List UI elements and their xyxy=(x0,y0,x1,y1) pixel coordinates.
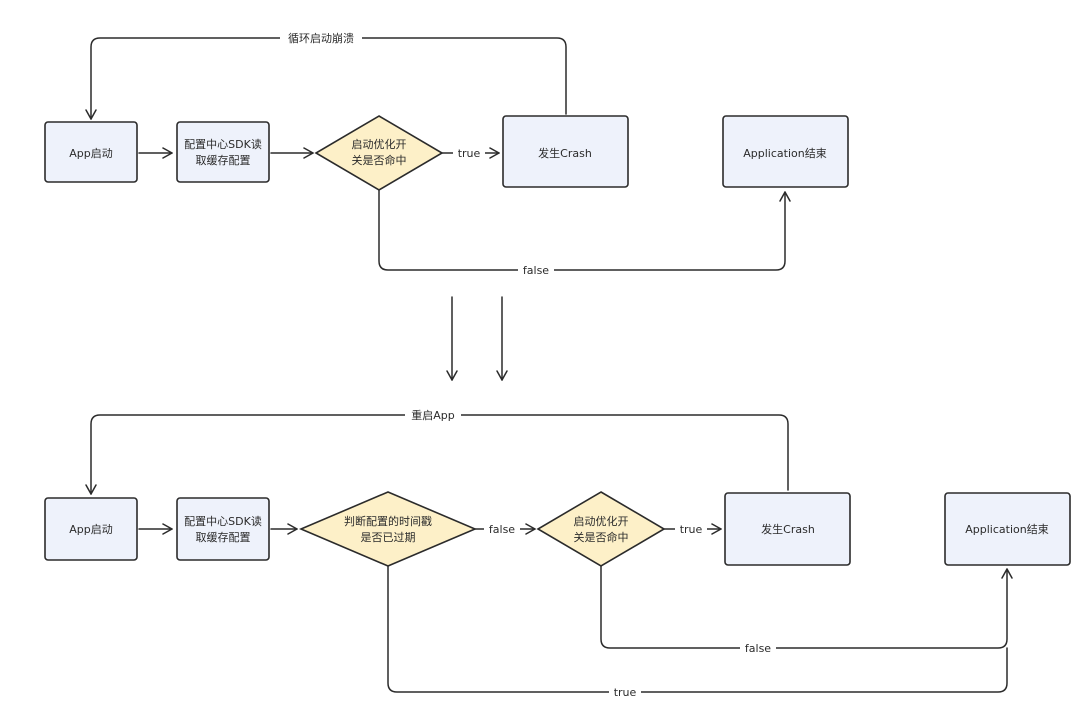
bottom-config-read-node[interactable] xyxy=(176,497,270,561)
bottom-edge-switch-false xyxy=(600,565,1013,649)
bottom-expired-check-label-1: 判断配置的时间戳 xyxy=(344,514,432,528)
bottom-edge-expired-true xyxy=(387,565,1008,693)
top-hit-switch-label-1: 启动优化开 xyxy=(352,137,407,151)
bottom-config-read-label-1: 配置中心SDK读 xyxy=(184,514,262,528)
bottom-config-read-label-2: 取缓存配置 xyxy=(196,530,251,544)
bottom-app-start-node[interactable] xyxy=(44,497,138,561)
top-loop-label-bg xyxy=(280,30,362,46)
top-crash-label: 发生Crash xyxy=(538,146,592,160)
bottom-switch-true-label-bg xyxy=(675,521,707,537)
top-app-start-label: App启动 xyxy=(69,147,113,160)
bottom-expired-check-decision[interactable] xyxy=(298,491,478,567)
bottom-expired-check-label-2: 是否已过期 xyxy=(361,531,416,544)
top-hit-switch-label-2: 关是否命中 xyxy=(352,153,407,167)
bottom-app-end-node[interactable] xyxy=(944,492,1071,566)
top-app-end-node[interactable] xyxy=(722,115,849,188)
top-edge-false xyxy=(378,189,791,271)
bottom-switch-false-label: false xyxy=(745,642,771,655)
top-false-label-bg xyxy=(518,262,554,278)
top-false-label: false xyxy=(523,264,549,277)
bottom-switch-true-label: true xyxy=(680,523,703,536)
bottom-switch-false-label-bg xyxy=(740,640,776,656)
top-app-end-label: Application结束 xyxy=(743,147,826,160)
top-config-read-label-1: 配置中心SDK读 xyxy=(184,137,262,151)
bottom-flow: 重启App false true false true App启动 配置中心SD… xyxy=(44,407,1071,700)
bottom-expired-true-label-bg xyxy=(609,684,641,700)
top-loop-edge xyxy=(85,37,567,120)
top-crash-node[interactable] xyxy=(502,115,629,188)
bottom-app-end-label: Application结束 xyxy=(965,523,1048,536)
top-config-read-label-2: 取缓存配置 xyxy=(196,153,251,167)
bottom-expired-false-label: false xyxy=(489,523,515,536)
bottom-crash-label: 发生Crash xyxy=(761,522,815,536)
bottom-expired-true-label: true xyxy=(614,686,637,699)
bottom-app-start-label: App启动 xyxy=(69,523,113,536)
top-loop-label: 循环启动崩溃 xyxy=(288,31,354,45)
top-flow: 循环启动崩溃 true false App启动 配置中心SDK读 取缓存配置 启… xyxy=(44,30,849,278)
bottom-hit-switch-label-2: 关是否命中 xyxy=(574,530,629,544)
top-app-start-node[interactable] xyxy=(44,121,138,183)
top-true-label: true xyxy=(458,147,481,160)
bottom-crash-node[interactable] xyxy=(724,492,851,566)
bottom-expired-false-label-bg xyxy=(484,521,520,537)
bottom-hit-switch-decision[interactable] xyxy=(536,491,666,567)
bottom-restart-label: 重启App xyxy=(411,408,455,422)
top-config-read-node[interactable] xyxy=(176,121,270,183)
bottom-restart-edge xyxy=(85,414,789,495)
transition-arrows xyxy=(446,296,508,381)
bottom-restart-label-bg xyxy=(405,407,461,423)
top-true-label-bg xyxy=(453,145,485,161)
top-hit-switch-decision[interactable] xyxy=(314,115,444,191)
bottom-hit-switch-label-1: 启动优化开 xyxy=(574,514,629,528)
